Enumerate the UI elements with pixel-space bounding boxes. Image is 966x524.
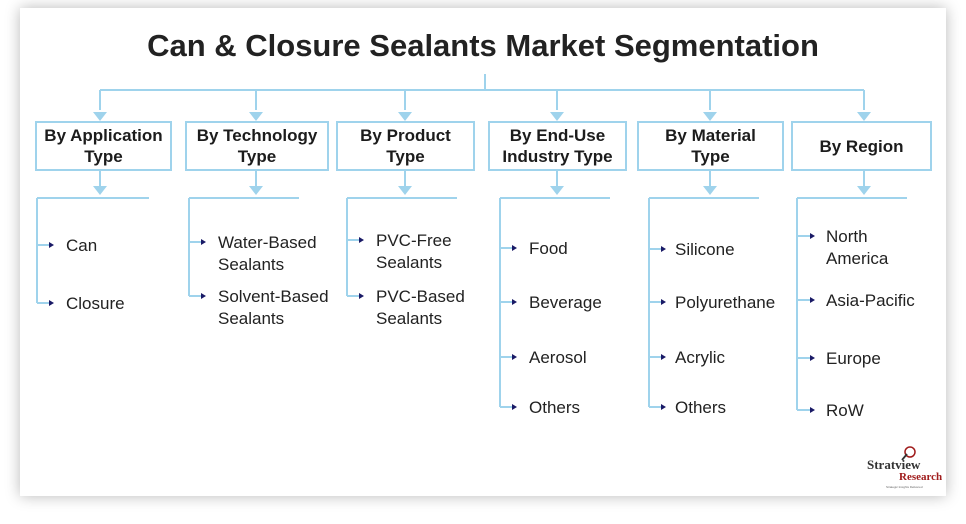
item-bullet-icon	[810, 355, 815, 361]
item-bullet-icon	[201, 293, 206, 299]
item-bullet-icon	[810, 407, 815, 413]
segment-item-label: Others	[529, 398, 581, 417]
item-bullet-icon	[512, 299, 517, 305]
logo-text-stratview: Stratview	[867, 457, 921, 472]
segment-heading-line: By End-Use	[509, 126, 606, 145]
item-bullet-icon	[810, 297, 815, 303]
item-bullet-icon	[359, 237, 364, 243]
segment-heading-line: By Product	[360, 126, 451, 145]
item-bullet-icon	[661, 299, 666, 305]
segment-down-arrow-icon	[398, 186, 412, 195]
segment-item-label: North	[826, 227, 868, 246]
logo-mark-icon	[901, 446, 916, 461]
item-bullet-icon	[810, 233, 815, 239]
segment-down-arrow-icon	[249, 186, 263, 195]
segment-down-arrow-icon	[93, 186, 107, 195]
segment-item-label: RoW	[826, 401, 864, 420]
segment-heading-line: By Region	[819, 136, 904, 156]
segment-item-label: Sealants	[376, 309, 443, 328]
item-bullet-icon	[512, 354, 517, 360]
segment-item-label: Silicone	[675, 240, 735, 259]
segment-item-label: Sealants	[376, 253, 443, 272]
segment-item-label: PVC-Free	[376, 231, 452, 250]
segment-item-label: Sealants	[218, 309, 285, 328]
segment-item-label: Sealants	[218, 255, 285, 274]
segment-heading-line: By Application	[44, 126, 163, 145]
segment-item-label: Others	[675, 398, 727, 417]
segment-down-arrow-icon	[857, 186, 871, 195]
segment-heading-box: By Region	[791, 121, 932, 171]
segment-arrow-icon	[249, 112, 263, 121]
segment-item-label: America	[826, 249, 889, 268]
item-bullet-icon	[661, 246, 666, 252]
segment-heading-line: Type	[691, 147, 730, 166]
item-bullet-icon	[512, 245, 517, 251]
item-bullet-icon	[661, 354, 666, 360]
segment-heading-line: Type	[84, 147, 123, 166]
segment-item-label: Can	[66, 236, 98, 255]
logo-text-research: Research	[899, 471, 943, 483]
segment-item-label: Water-Based	[218, 233, 317, 252]
item-bullet-icon	[49, 242, 54, 248]
item-bullet-icon	[49, 300, 54, 306]
segment-heading-line: By Technology	[196, 126, 318, 145]
segment-down-arrow-icon	[703, 186, 717, 195]
item-bullet-icon	[201, 239, 206, 245]
segment-item-label: Acrylic	[675, 348, 726, 367]
segment-item-label: Asia-Pacific	[826, 291, 915, 310]
segment-heading-line: Industry Type	[502, 147, 613, 166]
logo-tagline: Strategic Insights Delivered	[886, 485, 923, 489]
segment-item-label: Food	[529, 239, 568, 258]
segment-heading-line: Type	[386, 147, 425, 166]
segment-arrow-icon	[398, 112, 412, 121]
segment-heading-line: Type	[237, 147, 277, 166]
segment-arrow-icon	[93, 112, 107, 121]
segment-heading-line: By Material	[665, 126, 756, 145]
segment-arrow-icon	[550, 112, 564, 121]
stratview-logo: Stratview Research Strategic Insights De…	[860, 444, 946, 490]
segment-item-label: Closure	[66, 294, 125, 313]
segment-arrow-icon	[857, 112, 871, 121]
segment-item-label: Polyurethane	[675, 293, 776, 312]
segment-item-label: Solvent-Based	[218, 287, 329, 306]
segment-arrow-icon	[703, 112, 717, 121]
diagram-title: Can & Closure Sealants Market Segmentati…	[147, 28, 819, 63]
item-bullet-icon	[359, 293, 364, 299]
item-bullet-icon	[661, 404, 666, 410]
segment-item-label: Europe	[826, 349, 881, 368]
segment-item-label: Aerosol	[529, 348, 587, 367]
segment-item-label: PVC-Based	[376, 287, 465, 306]
segment-heading-text: By Region	[819, 136, 903, 157]
item-bullet-icon	[512, 404, 517, 410]
segment-down-arrow-icon	[550, 186, 564, 195]
segment-item-label: Beverage	[529, 293, 602, 312]
